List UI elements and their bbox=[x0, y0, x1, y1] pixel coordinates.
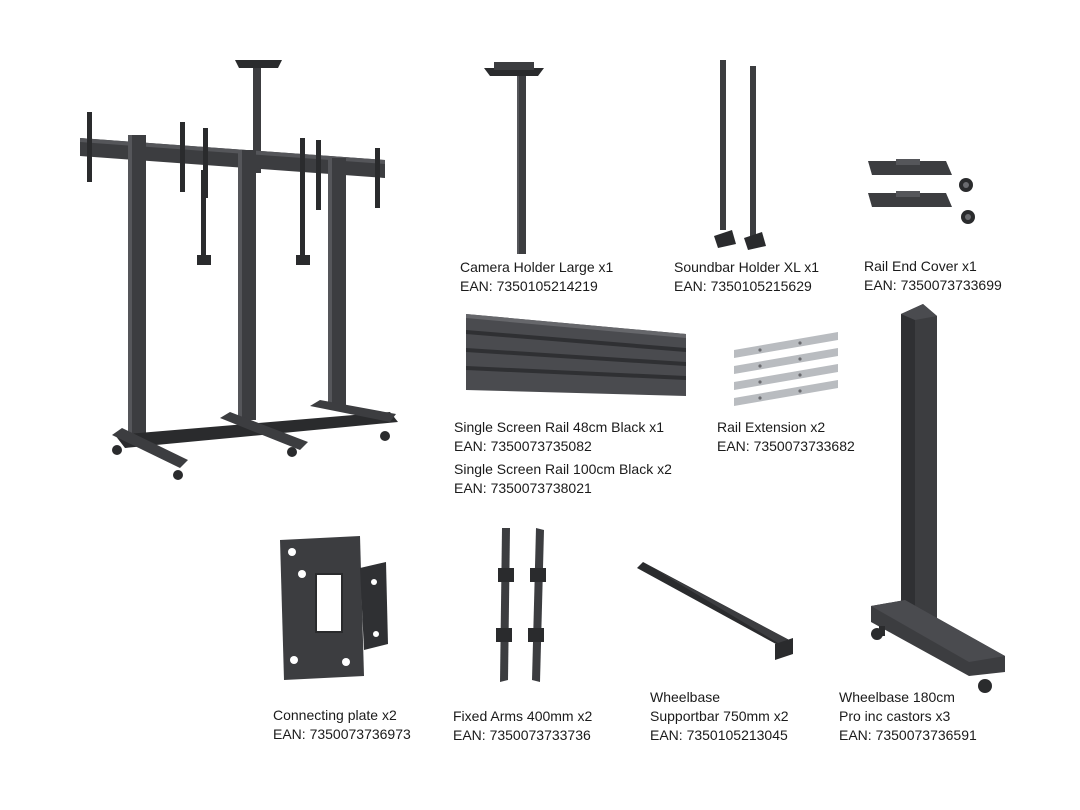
product-name: Soundbar Holder XL x1 bbox=[674, 259, 820, 275]
product-ean: EAN: 7350105215629 bbox=[674, 278, 812, 294]
connecting-plate-label: Connecting plate x2 EAN: 7350073736973 bbox=[273, 706, 411, 744]
connecting-plate-image bbox=[280, 536, 388, 680]
product-name-line1: Wheelbase 180cm bbox=[839, 689, 955, 705]
product-ean: EAN: 7350073733736 bbox=[453, 727, 591, 743]
camera-holder-image bbox=[484, 62, 544, 254]
product-name-line1: Wheelbase bbox=[650, 689, 721, 705]
product-ean: EAN: 7350105213045 bbox=[650, 727, 788, 743]
product-name-line2: Supportbar 750mm x2 bbox=[650, 708, 789, 724]
screen-rail-image bbox=[466, 314, 686, 396]
soundbar-holder-image bbox=[714, 60, 766, 250]
product-name-line2: Pro inc castors x3 bbox=[839, 708, 951, 724]
product-ean: EAN: 7350073736591 bbox=[839, 727, 977, 743]
product-name: Single Screen Rail 48cm Black x1 bbox=[454, 419, 665, 435]
product-name: Single Screen Rail 100cm Black x2 bbox=[454, 461, 672, 477]
product-name: Connecting plate x2 bbox=[273, 707, 397, 723]
wheelbase-supportbar-image bbox=[637, 562, 793, 660]
camera-holder-label: Camera Holder Large x1 EAN: 735010521421… bbox=[460, 258, 613, 296]
product-ean: EAN: 7350073733682 bbox=[717, 438, 855, 454]
product-name: Camera Holder Large x1 bbox=[460, 259, 614, 275]
assembled-stand-image bbox=[80, 60, 398, 480]
product-ean: EAN: 7350073733699 bbox=[864, 277, 1002, 293]
soundbar-holder-label: Soundbar Holder XL x1 EAN: 7350105215629 bbox=[674, 258, 819, 296]
rail-extension-label: Rail Extension x2 EAN: 7350073733682 bbox=[717, 418, 855, 456]
product-name: Rail Extension x2 bbox=[717, 419, 826, 435]
product-ean: EAN: 7350073736973 bbox=[273, 726, 411, 742]
wheelbase-180-image bbox=[871, 304, 1005, 693]
product-ean: EAN: 7350073738021 bbox=[454, 480, 592, 496]
wheelbase-supportbar-label: Wheelbase Supportbar 750mm x2 EAN: 73501… bbox=[650, 688, 789, 745]
rail-end-cover-image bbox=[868, 159, 975, 224]
product-name: Fixed Arms 400mm x2 bbox=[453, 708, 593, 724]
product-name: Rail End Cover x1 bbox=[864, 258, 977, 274]
product-ean: EAN: 7350073735082 bbox=[454, 438, 592, 454]
product-ean: EAN: 7350105214219 bbox=[460, 278, 598, 294]
rail-extension-image bbox=[734, 332, 838, 406]
fixed-arms-image bbox=[496, 528, 546, 682]
fixed-arms-label: Fixed Arms 400mm x2 EAN: 7350073733736 bbox=[453, 707, 592, 745]
rail-end-cover-label: Rail End Cover x1 EAN: 7350073733699 bbox=[864, 257, 1002, 295]
screen-rail-label: Single Screen Rail 48cm Black x1 EAN: 73… bbox=[454, 418, 672, 498]
wheelbase-180-label: Wheelbase 180cm Pro inc castors x3 EAN: … bbox=[839, 688, 977, 745]
